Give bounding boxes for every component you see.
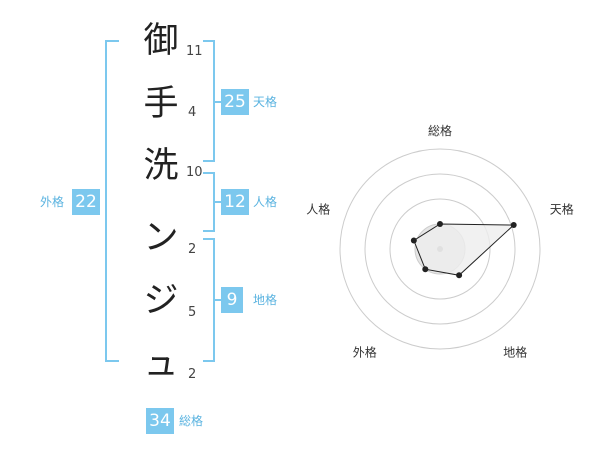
jinkaku-bracket — [203, 172, 215, 232]
gaikaku-value: 22 — [72, 189, 100, 215]
tenkaku-value: 25 — [221, 89, 249, 115]
stroke-count-2: 4 — [188, 105, 197, 120]
radar-ring-3 — [364, 173, 516, 325]
name-char-4: ン — [143, 218, 179, 258]
radar-axis-label-2: 天格 — [550, 201, 574, 216]
tenkaku-connector — [215, 101, 222, 103]
radar-axis-label-1: 総格 — [428, 123, 452, 138]
name-char-1: 御 — [143, 21, 179, 61]
tenkaku-bracket — [203, 40, 215, 162]
radar-point-3 — [456, 272, 463, 279]
jinkaku-label: 人格 — [253, 195, 278, 209]
radar-point-2 — [510, 222, 517, 229]
radar-axis-label-3: 地格 — [503, 345, 527, 360]
radar-axis-label-5: 人格 — [306, 201, 330, 216]
name-char-3: 洗 — [143, 146, 179, 186]
radar-ring-4 — [339, 148, 541, 350]
gaikaku-bracket — [105, 40, 119, 362]
chikaku-connector — [215, 299, 222, 301]
radar-axis-label-4: 外格 — [353, 345, 377, 360]
stroke-count-4: 2 — [188, 242, 197, 257]
chikaku-value: 9 — [221, 287, 243, 313]
name-char-6: ュ — [143, 344, 179, 384]
chikaku-bracket — [203, 238, 215, 362]
name-char-5: ジ — [143, 281, 179, 321]
soukaku-value: 34 — [146, 408, 174, 434]
radar-series-polygon — [413, 223, 515, 276]
stroke-count-6: 2 — [188, 367, 197, 382]
jinkaku-connector — [215, 201, 222, 203]
radar-point-5 — [410, 237, 417, 244]
radar-point-4 — [422, 266, 429, 273]
chikaku-label: 地格 — [253, 293, 278, 307]
soukaku-label: 総格 — [179, 414, 204, 428]
gaikaku-label: 外格 — [40, 195, 65, 209]
stroke-count-5: 5 — [188, 305, 197, 320]
stroke-count-1: 11 — [186, 44, 203, 59]
stroke-count-3: 10 — [186, 165, 203, 180]
jinkaku-value: 12 — [221, 189, 249, 215]
radar-data — [410, 221, 517, 279]
name-char-2: 手 — [143, 84, 179, 124]
radar-point-1 — [437, 221, 443, 227]
radar-ring-2 — [389, 198, 491, 300]
tenkaku-label: 天格 — [253, 95, 278, 109]
